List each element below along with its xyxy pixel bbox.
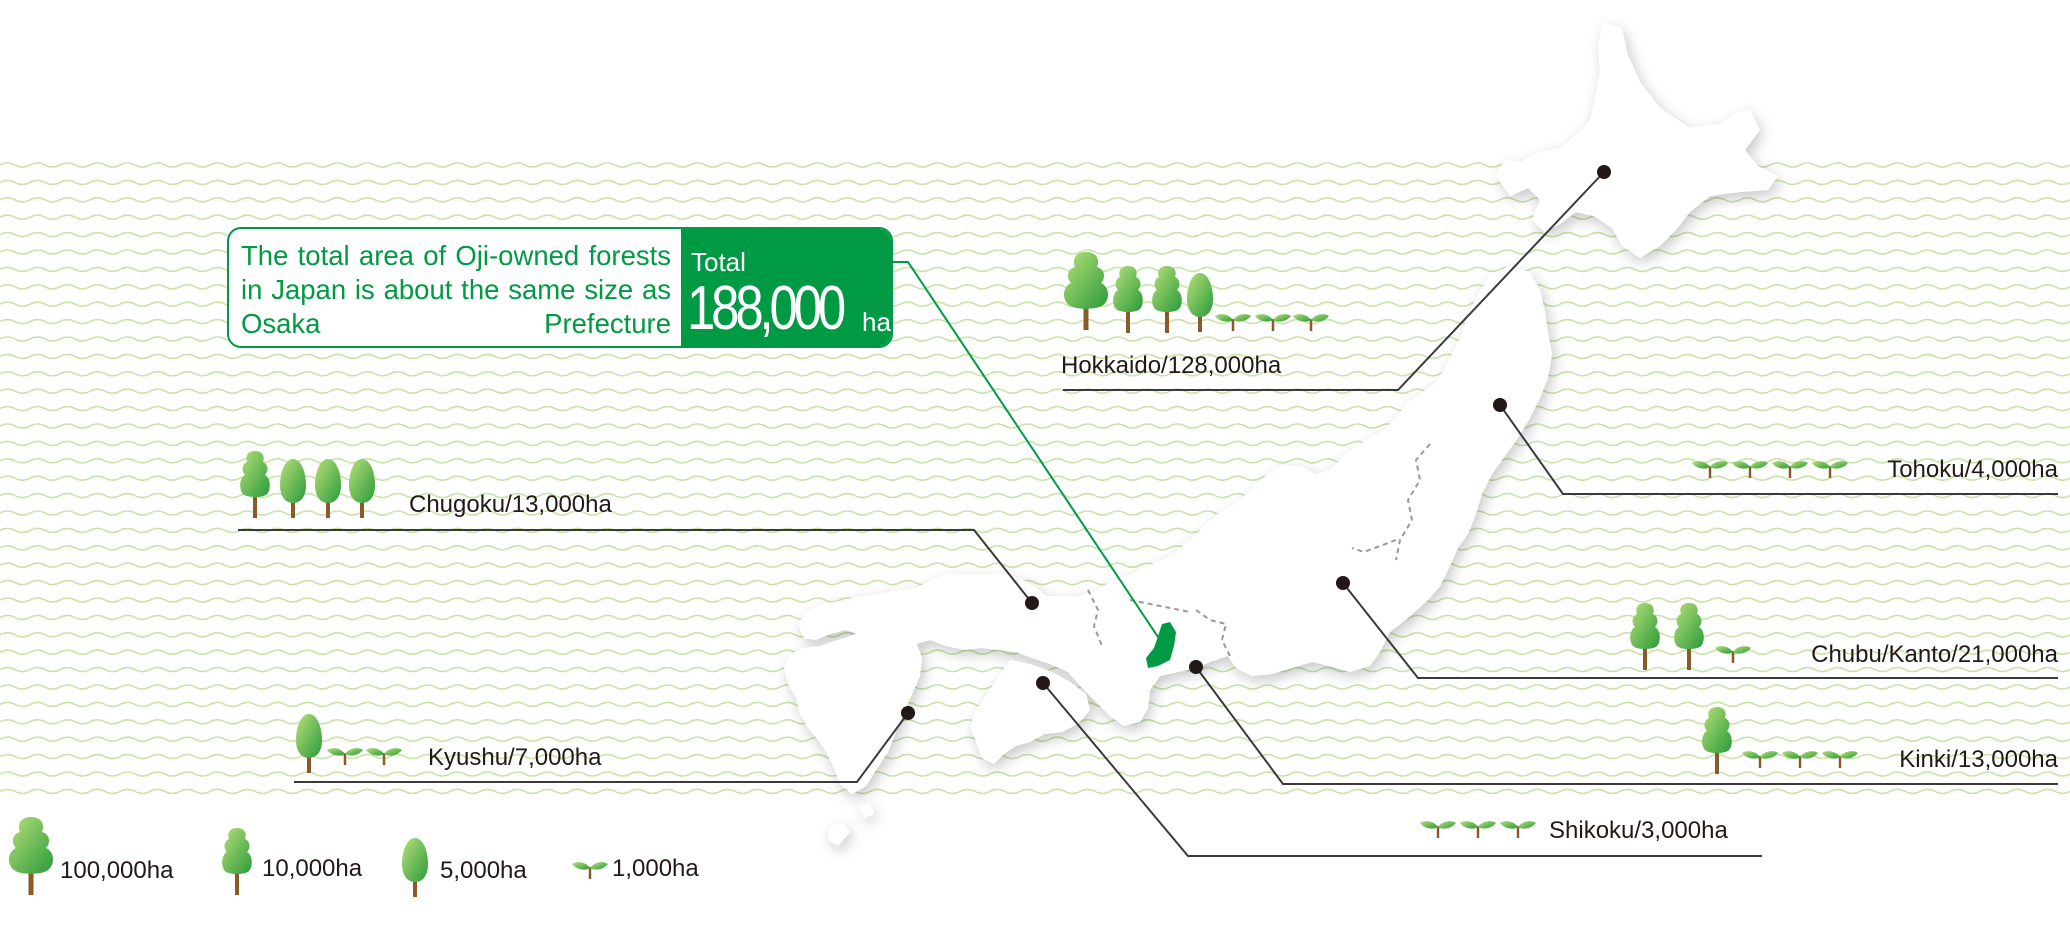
osaka-prefecture-highlight (1146, 622, 1176, 668)
region-label-kyushu: Kyushu/7,000ha (428, 744, 602, 771)
prefecture-borders (1087, 443, 1431, 657)
bullet-kyushu (901, 706, 915, 720)
wave-line (0, 492, 2070, 499)
medium-tree-icon (1674, 603, 1704, 670)
region-label-shikoku: Shikoku/3,000ha (1549, 817, 1728, 844)
medium-tree-icon (1630, 603, 1660, 670)
legend-small-tree-icon (402, 838, 428, 897)
sprout-icon (1713, 644, 1753, 665)
wave-line (0, 579, 2070, 586)
legend-label-sprout: 1,000ha (612, 855, 699, 882)
total-area-callout: The total area of Oji-owned forests in J… (227, 227, 893, 348)
large-tree-icon (1063, 252, 1109, 330)
total-unit: ha (862, 307, 891, 337)
sprout-icon (1458, 819, 1498, 840)
region-label-hokkaido: Hokkaido/128,000ha (1061, 352, 1282, 379)
hokkaido-trees (1063, 252, 1331, 333)
legend-large-tree-icon (8, 817, 54, 895)
sprout-icon (1690, 459, 1730, 480)
sprout-icon (364, 746, 404, 767)
hokkaido-island (1496, 22, 1778, 258)
sprout-icon (325, 746, 365, 767)
bullet-shikoku (1036, 676, 1050, 690)
wave-line (0, 440, 2070, 447)
wave-line (0, 475, 2070, 481)
bullet-chubu-kanto (1336, 576, 1350, 590)
sprout-icon (1820, 749, 1860, 770)
legend: 100,000ha 10,000ha 5,000ha 1,000ha (8, 817, 699, 897)
bullet-chugoku (1025, 596, 1039, 610)
medium-tree-icon (240, 451, 270, 518)
small-tree-icon (280, 459, 306, 518)
region-label-tohoku: Tohoku/4,000ha (1887, 456, 2058, 483)
shikoku-island (970, 660, 1090, 764)
medium-tree-icon (1702, 707, 1732, 774)
small-tree-icon (315, 459, 341, 518)
wave-line (0, 562, 2070, 568)
region-labels: Hokkaido/128,000ha Tohoku/4,000ha Chubu/… (409, 352, 2059, 844)
small-tree-icon (296, 714, 322, 773)
total-label: Total (691, 247, 746, 277)
leader-lines (238, 171, 2058, 857)
wave-line (0, 423, 2070, 429)
callout-description: The total area of Oji-owned forests in J… (241, 240, 671, 339)
sprout-icon (1810, 459, 1850, 480)
legend-label-small-tree: 5,000ha (440, 857, 527, 884)
honshu-island (798, 266, 1552, 726)
small-island (860, 802, 874, 818)
tohoku-trees (1690, 459, 1850, 480)
tanegashima-island (828, 822, 850, 846)
sprout-icon (1291, 312, 1331, 333)
wave-line (0, 197, 2070, 203)
wave-line (0, 388, 2070, 394)
bullet-tohoku (1493, 398, 1507, 412)
bullet-hokkaido (1597, 165, 1611, 179)
wave-line (0, 353, 2070, 360)
sprout-icon (1418, 819, 1458, 840)
small-tree-icon (349, 459, 375, 518)
legend-sprout-icon (570, 860, 610, 881)
wave-line (0, 788, 2070, 795)
kyushu-island (784, 628, 922, 794)
shikoku-trees (1418, 819, 1538, 840)
callout-total-box: Total 188,000 ha (681, 229, 891, 346)
sprout-icon (1780, 749, 1820, 770)
sprout-icon (1740, 749, 1780, 770)
legend-label-large-tree: 100,000ha (60, 857, 174, 884)
chugoku-trees (240, 451, 375, 518)
wave-line (0, 162, 2070, 168)
region-label-kinki: Kinki/13,000ha (1899, 746, 2058, 773)
wave-line (0, 214, 2070, 220)
region-label-chubu-kanto: Chubu/Kanto/21,000ha (1811, 641, 2059, 668)
sprout-icon (1498, 819, 1538, 840)
legend-medium-tree-icon (222, 828, 252, 895)
sprout-icon (1730, 459, 1770, 480)
legend-label-medium-tree: 10,000ha (262, 855, 363, 882)
wave-line (0, 371, 2070, 377)
wave-line (0, 510, 2070, 516)
wave-line (0, 771, 2070, 777)
total-value: 188,000 (687, 274, 846, 343)
bullet-kinki (1189, 660, 1203, 674)
japan-map (784, 22, 1778, 846)
osaka-callout-pointer (893, 261, 1161, 641)
kinki-trees (1702, 707, 1860, 774)
wave-line (0, 545, 2070, 551)
region-label-chugoku: Chugoku/13,000ha (409, 491, 612, 518)
wave-line (0, 405, 2070, 412)
wave-line (0, 458, 2070, 464)
